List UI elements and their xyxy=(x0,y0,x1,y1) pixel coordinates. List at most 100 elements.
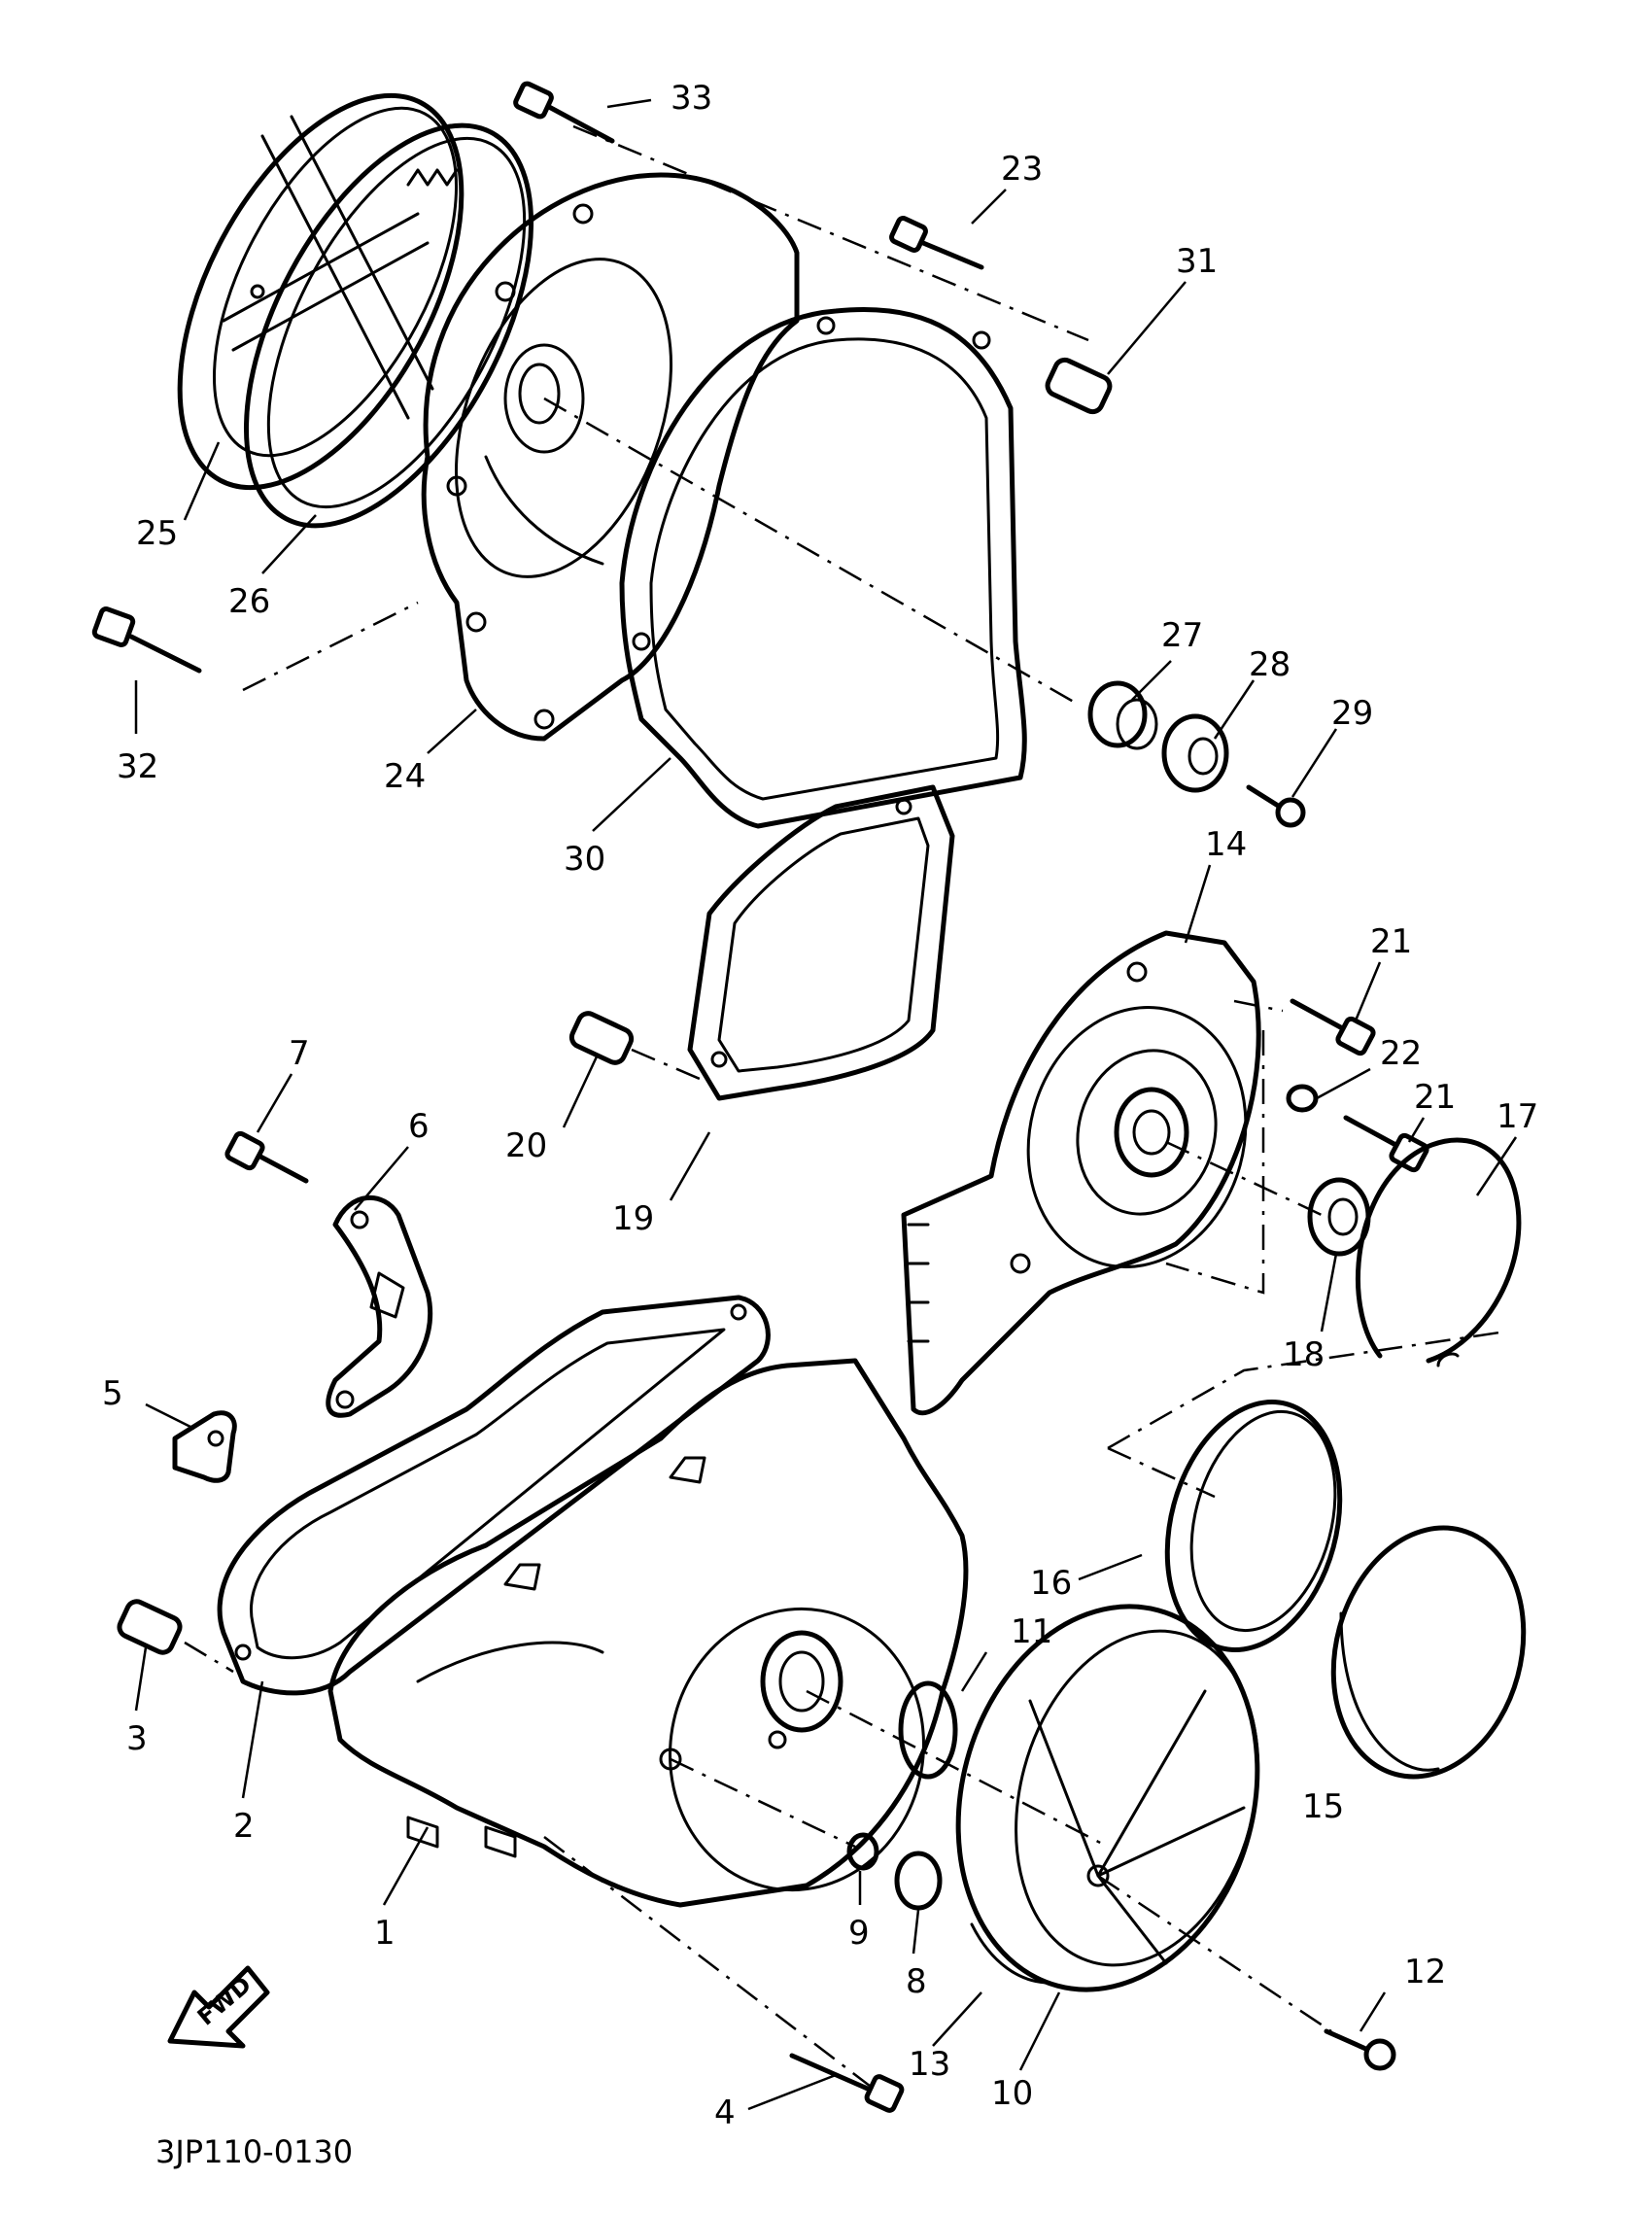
alignment-line xyxy=(543,397,1080,707)
callout-3: 3 xyxy=(126,1719,148,1758)
part-17-ring xyxy=(1355,1137,1522,1367)
leader-lines xyxy=(134,98,1518,2111)
leader-line xyxy=(382,1826,430,1906)
part-15-cap xyxy=(1330,1525,1527,1780)
callout-12: 12 xyxy=(1404,1953,1446,1991)
part-4-bolt xyxy=(789,2053,905,2113)
leader-line xyxy=(427,709,477,754)
leader-line xyxy=(747,2073,837,2111)
callout-16: 16 xyxy=(1030,1564,1072,1603)
callout-4: 4 xyxy=(714,2094,736,2132)
part-8-plug xyxy=(894,1851,943,1911)
part-25-outer-cover xyxy=(177,92,465,491)
leader-line xyxy=(1475,1136,1518,1196)
part-29-screw xyxy=(1246,784,1306,828)
callout-6: 6 xyxy=(408,1107,430,1146)
callout-30: 30 xyxy=(564,840,605,879)
callout-13: 13 xyxy=(909,2045,950,2084)
callout-14: 14 xyxy=(1205,825,1247,864)
leader-line xyxy=(1354,961,1382,1021)
callout-21-lower: 21 xyxy=(1414,1078,1456,1117)
callout-11: 11 xyxy=(1011,1612,1052,1651)
leader-line xyxy=(1213,679,1256,740)
callout-24: 24 xyxy=(384,757,426,796)
part-3-dowel xyxy=(117,1599,183,1655)
leader-line xyxy=(971,189,1007,225)
part-16-ring xyxy=(1164,1400,1343,1652)
leader-line xyxy=(1316,1067,1371,1100)
alignment-line xyxy=(1233,999,1284,1013)
callout-33: 33 xyxy=(671,79,712,118)
part-19-gasket xyxy=(687,784,955,1101)
part-31-dowel xyxy=(1045,357,1113,415)
leader-line xyxy=(606,98,652,109)
callout-5: 5 xyxy=(102,1374,123,1413)
callout-19: 19 xyxy=(612,1199,654,1238)
part-6-bracket xyxy=(326,1194,433,1418)
leader-line xyxy=(1291,728,1338,798)
leader-line xyxy=(261,514,317,574)
alignment-line xyxy=(670,1757,856,1849)
alignment-line xyxy=(242,601,419,692)
leader-line xyxy=(145,1402,195,1431)
callout-31: 31 xyxy=(1176,242,1218,281)
callout-25: 25 xyxy=(136,514,178,553)
alignment-line xyxy=(631,1048,701,1081)
part-20-dowel xyxy=(568,1011,635,1065)
callout-15: 15 xyxy=(1302,1787,1344,1826)
callout-20: 20 xyxy=(505,1126,547,1165)
alignment-line xyxy=(1165,1030,1265,1295)
leader-line xyxy=(562,1054,600,1128)
alignment-line xyxy=(184,1641,234,1674)
leader-line xyxy=(1018,1991,1061,2071)
leader-line xyxy=(256,1073,293,1133)
part-14-cover xyxy=(901,930,1261,1416)
part-30-gasket xyxy=(619,307,1027,829)
alignment-line xyxy=(1107,1446,1216,1499)
part-code: 3JP110-0130 xyxy=(155,2133,353,2170)
part-11-o-ring xyxy=(898,1680,958,1780)
leader-line xyxy=(1078,1553,1143,1581)
callout-28: 28 xyxy=(1249,645,1291,684)
part-9-o-ring xyxy=(846,1832,879,1871)
callout-10: 10 xyxy=(991,2074,1033,2113)
alignment-line xyxy=(1165,1140,1323,1217)
leader-line xyxy=(1131,660,1172,701)
callout-29: 29 xyxy=(1331,694,1373,733)
part-21-bolt-lower xyxy=(1343,1115,1429,1173)
leader-line xyxy=(912,1909,920,1955)
callout-21: 21 xyxy=(1370,922,1412,961)
part-2-gasket xyxy=(217,1295,771,1696)
part-7-bolt xyxy=(224,1130,309,1184)
leader-line xyxy=(669,1131,711,1201)
callout-32: 32 xyxy=(117,747,158,786)
leader-line xyxy=(1359,1991,1387,2032)
callout-18: 18 xyxy=(1283,1335,1325,1374)
callout-27: 27 xyxy=(1161,616,1203,655)
callout-2: 2 xyxy=(233,1807,255,1846)
callout-7: 7 xyxy=(289,1034,310,1073)
callout-23: 23 xyxy=(1001,150,1043,189)
part-13-seal xyxy=(970,1922,1051,1985)
leader-line xyxy=(354,1146,409,1211)
leader-line xyxy=(183,441,221,521)
callout-22: 22 xyxy=(1380,1034,1422,1073)
alignment-line xyxy=(543,1836,876,2091)
leader-line xyxy=(134,1646,148,1712)
callout-8: 8 xyxy=(906,1962,927,2001)
part-32-bolt xyxy=(91,606,202,674)
part-33-bolt xyxy=(513,81,615,144)
leader-line xyxy=(1107,281,1187,375)
callout-labels: 33 23 31 25 26 32 24 27 28 29 30 14 21 2… xyxy=(102,79,1538,2132)
callout-1: 1 xyxy=(374,1914,396,1953)
leader-line xyxy=(960,1651,988,1692)
alignment-line xyxy=(572,124,1089,342)
part-26-gasket xyxy=(243,122,534,529)
callout-26: 26 xyxy=(228,582,270,621)
part-23-bolt xyxy=(889,216,984,270)
part-28-oil-seal xyxy=(1161,713,1229,793)
leader-line xyxy=(1320,1253,1338,1332)
part-12-screw xyxy=(1324,2028,1396,2071)
leader-line xyxy=(932,1991,982,2047)
